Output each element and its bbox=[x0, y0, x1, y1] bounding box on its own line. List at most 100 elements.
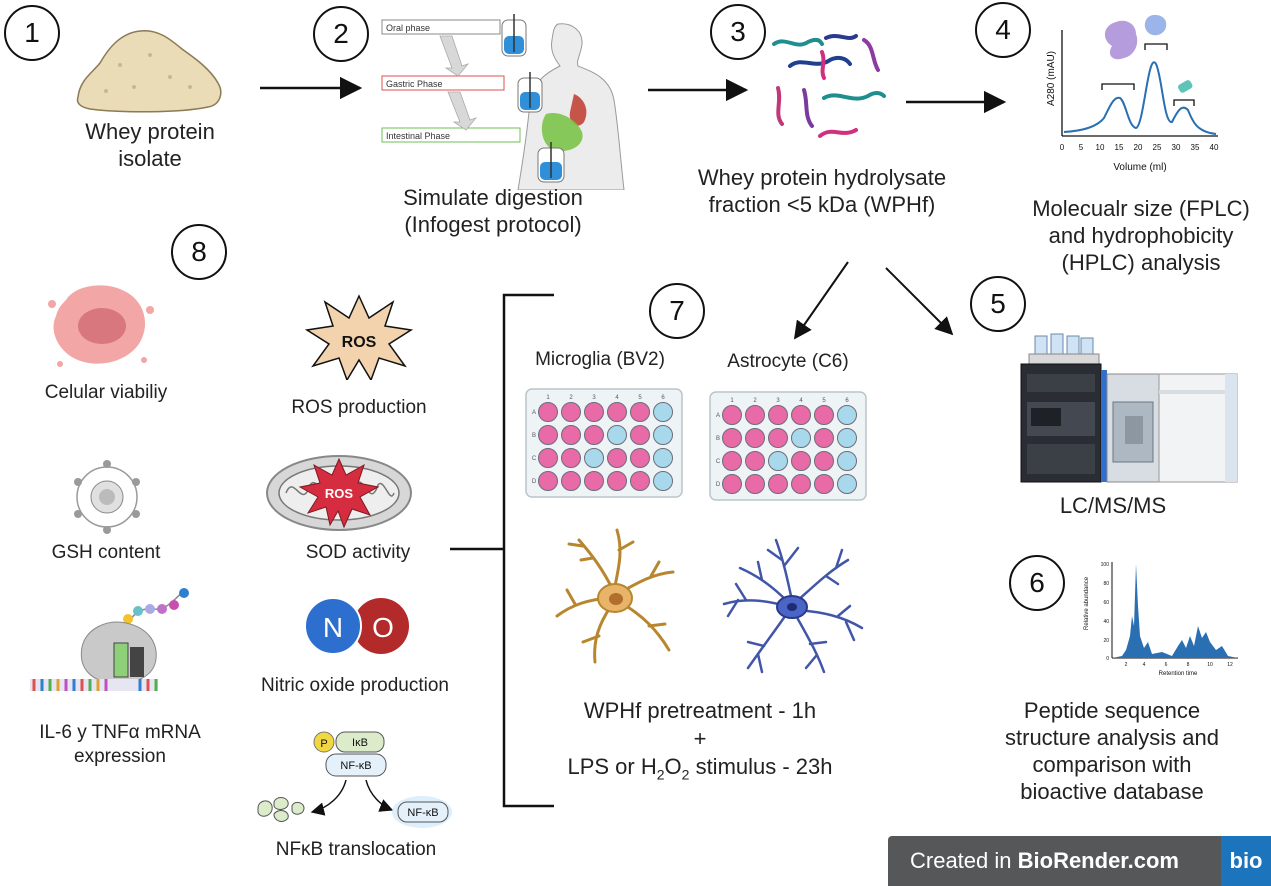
plate-well bbox=[837, 428, 857, 448]
ms-ytick: 60 bbox=[1103, 600, 1109, 606]
ros-badge-text: ROS bbox=[342, 334, 377, 351]
plate2-row-label: B bbox=[716, 436, 720, 442]
fplc-xtick: 0 bbox=[1060, 143, 1065, 152]
plate-well bbox=[538, 425, 558, 445]
bracket bbox=[502, 293, 554, 808]
plate1-col-label: 1 bbox=[546, 395, 550, 401]
sod-badge-text: ROS bbox=[325, 486, 354, 501]
fplc-xtick: 20 bbox=[1134, 143, 1143, 152]
plate2-col-label: 3 bbox=[776, 398, 780, 404]
step-6-label-line2: structure analysis and bbox=[1005, 725, 1219, 750]
fplc-xtick: 15 bbox=[1115, 143, 1124, 152]
well-plate-2: 1 2 3 4 5 6 A B C D bbox=[709, 391, 867, 501]
step-3-label: Whey protein hydrolysate fraction <5 kDa… bbox=[672, 164, 972, 218]
fplc-xtick: 25 bbox=[1153, 143, 1162, 152]
plate-well bbox=[538, 402, 558, 422]
plate1-col-label: 3 bbox=[592, 395, 596, 401]
treatment-plus: + bbox=[693, 726, 707, 751]
arrow-3-to-7 bbox=[793, 261, 849, 340]
step-2-label-line2: (Infogest protocol) bbox=[404, 212, 582, 237]
microglia-cell-icon bbox=[555, 528, 675, 664]
ms-ytick: 100 bbox=[1101, 562, 1110, 568]
assay-mrna-label: IL-6 y TNFα mRNA expression bbox=[14, 721, 226, 769]
fplc-xtick: 40 bbox=[1210, 143, 1219, 152]
plate2-col-label: 1 bbox=[730, 398, 734, 404]
lcms-instrument-icon bbox=[1020, 333, 1238, 483]
step-1-label-line2: isolate bbox=[118, 146, 182, 171]
step-8-number: 8 bbox=[171, 224, 227, 280]
step-5-label: LC/MS/MS bbox=[1059, 493, 1167, 518]
assay-mrna-line1: IL-6 y TNFα mRNA bbox=[39, 722, 201, 743]
nfkb-nuclear-text: NF-κB bbox=[407, 807, 438, 819]
plate1-col-label: 6 bbox=[661, 395, 665, 401]
oral-phase-label: Oral phase bbox=[386, 23, 430, 33]
ms-xtick: 8 bbox=[1187, 662, 1190, 668]
ms-ytick: 40 bbox=[1103, 619, 1109, 625]
plate-well bbox=[814, 474, 834, 494]
assay-sod-label: SOD activity bbox=[305, 542, 411, 563]
reactor-oral-icon bbox=[501, 14, 527, 57]
plate-well bbox=[607, 448, 627, 468]
no-n-text: N bbox=[323, 612, 343, 643]
footer-brand: BioRender.com bbox=[1017, 848, 1179, 873]
plate-well bbox=[607, 471, 627, 491]
ms-xtick: 6 bbox=[1165, 662, 1168, 668]
plate-well bbox=[653, 471, 673, 491]
plate-well bbox=[630, 425, 650, 445]
fplc-xtick: 30 bbox=[1172, 143, 1181, 152]
plate-well bbox=[814, 405, 834, 425]
plate-well bbox=[722, 474, 742, 494]
plate-well bbox=[561, 471, 581, 491]
step-6-label-line3: comparison with bbox=[1032, 752, 1192, 777]
nfkb-p-text: P bbox=[320, 738, 327, 750]
step-6-number: 6 bbox=[1009, 555, 1065, 611]
ms-ytick: 0 bbox=[1106, 656, 1109, 662]
cell-line-1-label: Microglia (BV2) bbox=[535, 349, 665, 370]
plate-well bbox=[722, 451, 742, 471]
astrocyte-cell-icon bbox=[722, 538, 864, 674]
plate-well bbox=[722, 428, 742, 448]
ms-xlabel: Retention time bbox=[1159, 671, 1198, 677]
step-7-number: 7 bbox=[649, 283, 705, 339]
plate-well bbox=[584, 448, 604, 468]
plate1-col-label: 5 bbox=[638, 395, 642, 401]
step-4-number: 4 bbox=[975, 2, 1031, 58]
step-2-label: Simulate digestion (Infogest protocol) bbox=[368, 184, 618, 238]
reactor-intestinal-icon bbox=[537, 142, 565, 183]
plate-well bbox=[653, 425, 673, 445]
intestinal-phase-label: Intestinal Phase bbox=[386, 131, 450, 141]
step-1-number: 1 bbox=[4, 5, 60, 61]
plate-well bbox=[768, 474, 788, 494]
biorender-footer[interactable]: Created in BioRender.com bio bbox=[888, 836, 1271, 886]
plate2-row-label: D bbox=[716, 482, 721, 488]
footer-text: Created in BioRender.com bbox=[910, 848, 1179, 874]
plate-well bbox=[837, 451, 857, 471]
plate-well bbox=[561, 425, 581, 445]
fplc-ylabel: A280 (mAU) bbox=[1046, 51, 1057, 106]
ms-xtick: 10 bbox=[1207, 662, 1213, 668]
transcription-icon bbox=[30, 588, 189, 691]
plate-well bbox=[584, 425, 604, 445]
plate1-row-label: B bbox=[532, 433, 536, 439]
step-6-label: Peptide sequence structure analysis and … bbox=[972, 697, 1252, 805]
plate-well bbox=[653, 402, 673, 422]
plate-well bbox=[584, 402, 604, 422]
plate-well bbox=[745, 474, 765, 494]
plate1-col-label: 4 bbox=[615, 395, 619, 401]
step-2-number: 2 bbox=[313, 6, 369, 62]
step-3-label-line1: Whey protein hydrolysate bbox=[697, 165, 947, 190]
assay-viability-label: Celular viabiliy bbox=[44, 382, 168, 403]
plate-well bbox=[837, 405, 857, 425]
fplc-xlabel: Volume (ml) bbox=[1113, 162, 1166, 173]
fplc-xtick: 35 bbox=[1191, 143, 1200, 152]
gastric-phase-label: Gastric Phase bbox=[386, 79, 443, 89]
step-6-label-line4: bioactive database bbox=[1020, 779, 1204, 804]
gsh-molecule-icon bbox=[74, 460, 140, 534]
ms-xtick: 4 bbox=[1143, 662, 1146, 668]
reactor-gastric-icon bbox=[517, 72, 543, 113]
plate-well bbox=[837, 474, 857, 494]
step-3-label-line2: fraction <5 kDa (WPHf) bbox=[708, 192, 936, 217]
plate-well bbox=[722, 405, 742, 425]
plate-well bbox=[791, 474, 811, 494]
